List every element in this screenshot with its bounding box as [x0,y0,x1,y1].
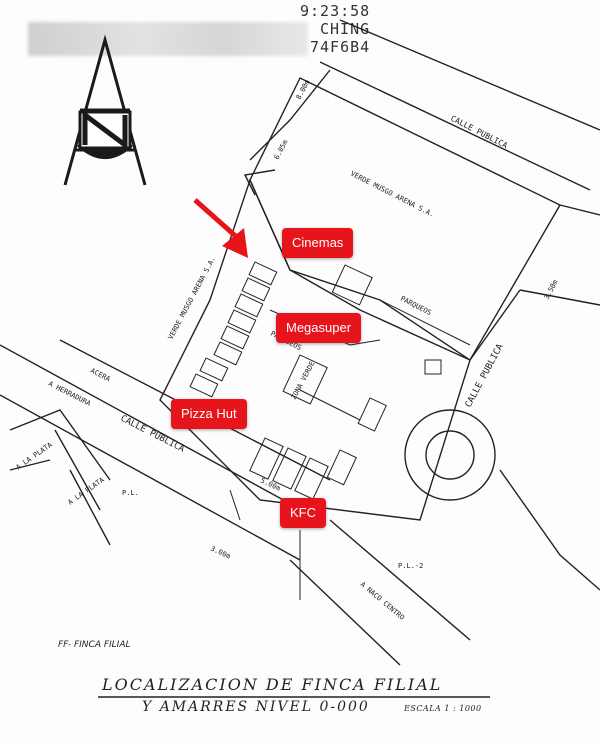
header-name: CHING [320,20,371,38]
street-edge [9,409,111,481]
pointer-arrow-icon [193,198,248,258]
dimension-label: 5.00m [259,477,281,493]
street-edge [54,429,101,511]
street-edge [289,559,401,666]
street-edge [0,344,321,521]
street-edge [559,204,600,216]
parcel-outline [159,178,471,521]
store-tag-pizza-hut[interactable]: Pizza Hut [171,399,247,429]
parking-label: PARQUEOS [399,295,433,317]
sidewalk-label: ACERA [89,367,112,384]
street-label-top: CALLE PUBLICA [449,114,509,151]
dimension-label: 3.00m [209,545,231,561]
pl-label: P.L. [122,489,139,497]
roundabout-inner [425,430,475,480]
street-label-naco: A NACO CENTRO [359,580,406,621]
street-edge [249,69,331,161]
footer-title-line-1: LOCALIZACION DE FINCA FILIAL [102,675,443,694]
street-edge [339,19,600,131]
legend-finca-filial: FF- FINCA FILIAL [58,640,131,650]
header-time: 9:23:58 [300,2,371,20]
kiosk [243,169,276,196]
street-edge [0,394,301,561]
unit-rows [189,261,442,500]
header-code: 74F6B4 [310,38,371,56]
store-tag-megasuper[interactable]: Megasuper [276,313,362,343]
street-edge [9,459,51,471]
pl2-label: P.L.-2 [398,562,423,570]
north-arrow-icon [63,34,147,186]
street-edge [319,61,591,191]
footer-scale: ESCALA 1 : 1000 [404,704,482,713]
street-edge [469,289,521,361]
street-edge [329,519,471,641]
store-tag-cinemas[interactable]: Cinemas [282,228,354,258]
dimension-label: 8.00m [295,79,312,101]
street-label-plata-1: A LA PLATA [15,440,55,471]
footer-title-line-2: Y AMARRES NIVEL 0-000 [142,699,370,715]
redacted-header-band [28,22,308,56]
owner-label-top: VERDE MUSGO ARENA S.A. [349,170,435,219]
street-label-right: CALLE PUBLICA [464,342,506,409]
street-edge [69,469,111,546]
owner-label-left: VERDE MUSGO ARENA S.A. [167,255,218,341]
green-zone-label: ZONA VERDE [290,360,317,401]
roundabout-outer [404,409,496,501]
dimension-label: 6.05m [273,139,290,161]
store-tag-kfc[interactable]: KFC [280,498,326,528]
street-edge [499,469,600,591]
street-edge [519,289,600,306]
